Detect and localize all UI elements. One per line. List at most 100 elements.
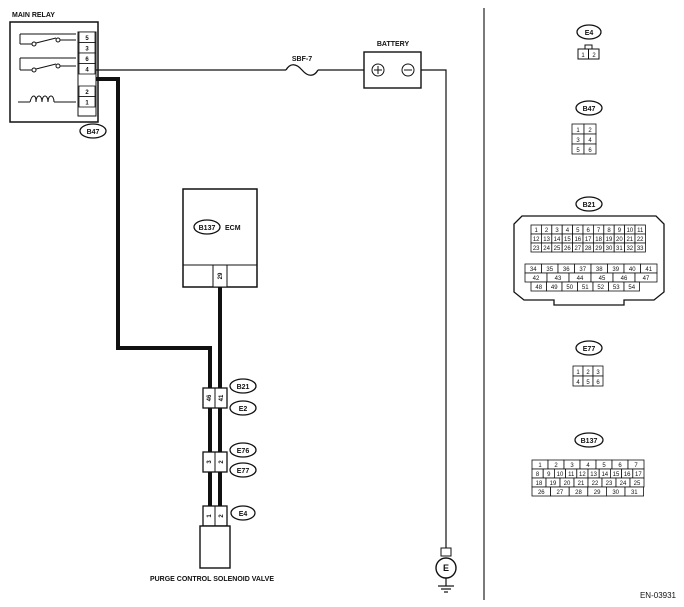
view-b21-pin-49: 49 (551, 285, 558, 291)
connector-label-e76: E76 (237, 448, 250, 455)
view-b21-pin-41: 41 (645, 267, 652, 273)
view-b21-pin-4: 4 (566, 228, 570, 234)
connector-label-e77: E77 (237, 468, 250, 475)
connector-badge-e2 (229, 400, 257, 416)
view-badge-b47 (575, 100, 603, 116)
view-b21-pin-31: 31 (616, 246, 623, 252)
relay-pin-4: 4 (85, 68, 89, 74)
view-b21-pin-7: 7 (597, 228, 601, 234)
view-b137-pin-10: 10 (557, 472, 564, 478)
connector-view-e4: E4 1 2 (576, 24, 602, 60)
view-b137-pin-9: 9 (547, 472, 551, 478)
view-b47-pin-6: 6 (588, 148, 592, 154)
view-b137-pin-31: 31 (631, 490, 638, 496)
view-b47-pin-5: 5 (576, 148, 580, 154)
view-b21-pin-50: 50 (566, 285, 573, 291)
reference-code: EN-03931 (640, 591, 677, 600)
view-b21-pin-29: 29 (595, 246, 602, 252)
view-b137-pin-26: 26 (538, 490, 545, 496)
view-b137-pin-15: 15 (613, 472, 620, 478)
view-b137-pin-12: 12 (579, 472, 586, 478)
view-b21-pin-24: 24 (543, 246, 550, 252)
view-b21-pin-39: 39 (612, 267, 619, 273)
connector-badge-e77 (229, 462, 257, 478)
ground-label: E (443, 563, 449, 573)
relay-coil-icon (18, 95, 76, 103)
view-b137-pin-14: 14 (601, 472, 608, 478)
view-b137-pin-29: 29 (594, 490, 601, 496)
ecm-label: ECM (225, 225, 241, 232)
view-b21-pin-43: 43 (555, 276, 562, 282)
view-b137-pin-19: 19 (550, 481, 557, 487)
view-badge-b21 (575, 196, 603, 212)
view-b21-pin-25: 25 (554, 246, 561, 252)
view-e4-pin-2: 2 (592, 53, 596, 59)
view-b21-pin-2: 2 (545, 228, 549, 234)
view-b47-pin-4: 4 (588, 138, 592, 144)
connector-badge-b137 (193, 219, 221, 235)
view-b137-pin-20: 20 (564, 481, 571, 487)
relay-pin-2: 2 (85, 90, 89, 96)
view-b137-pin-8: 8 (536, 472, 540, 478)
view-b21-pin-15: 15 (564, 237, 571, 243)
connector-badge-b21 (229, 378, 257, 394)
view-b137-pin-11: 11 (568, 472, 575, 478)
view-b21-pin-8: 8 (607, 228, 611, 234)
view-b137-pin-27: 27 (557, 490, 564, 496)
ground-lug (440, 547, 452, 557)
relay-switch-upper (19, 33, 76, 47)
view-b137-pin-5: 5 (602, 463, 606, 469)
view-b47-cell (583, 143, 597, 155)
view-b21-cell (634, 272, 658, 283)
view-b47-pin-2: 2 (588, 128, 592, 134)
view-b21-pin-5: 5 (576, 228, 580, 234)
wire-relay-to-b21 (96, 77, 212, 388)
view-e77-pin-5: 5 (586, 380, 590, 386)
view-b137-pin-21: 21 (578, 481, 585, 487)
view-b21-pin-47: 47 (643, 276, 650, 282)
view-b21-pin-3: 3 (555, 228, 559, 234)
valve-label: PURGE CONTROL SOLENOID VALVE (150, 576, 274, 583)
relay-pin-cell (78, 96, 96, 108)
view-b21-pin-53: 53 (613, 285, 620, 291)
connector-label-b137: B137 (199, 225, 216, 232)
junction-b21-e2: 46 41 B21 E2 (202, 378, 257, 416)
view-b21-pin-35: 35 (546, 267, 553, 273)
connector-badge-e76 (229, 442, 257, 458)
view-b21-pin-9: 9 (618, 228, 622, 234)
view-e77-pin-2: 2 (586, 370, 590, 376)
view-b21-pin-36: 36 (563, 267, 570, 273)
view-b21-pin-22: 22 (637, 237, 644, 243)
view-b137-pin-25: 25 (634, 481, 641, 487)
wire-battery-to-ground (421, 69, 447, 548)
view-b21-pin-34: 34 (530, 267, 537, 273)
view-label-e4: E4 (585, 30, 594, 37)
valve-pin-1: 1 (207, 514, 213, 518)
view-b137-pin-7: 7 (634, 463, 638, 469)
view-b21-pin-27: 27 (574, 246, 581, 252)
view-b21-pin-1: 1 (535, 228, 539, 234)
view-b137-pin-2: 2 (554, 463, 558, 469)
view-label-b137: B137 (581, 438, 598, 445)
view-b21-cell (623, 281, 640, 292)
view-b21-cell (634, 242, 646, 253)
view-b137-pin-3: 3 (570, 463, 574, 469)
view-b21-pin-54: 54 (628, 285, 635, 291)
main-relay-housing (9, 21, 99, 123)
connector-label-e4: E4 (239, 511, 248, 518)
battery: BATTERY (363, 41, 422, 89)
view-badge-b137 (574, 432, 604, 448)
view-b137-pin-24: 24 (620, 481, 627, 487)
view-b21-pin-14: 14 (554, 237, 561, 243)
junction-b21-pin-46: 46 (207, 394, 213, 401)
connector-badge-b47 (79, 123, 107, 139)
view-b21-pin-30: 30 (606, 246, 613, 252)
view-b21-pin-46: 46 (621, 276, 628, 282)
relay-pin-6: 6 (85, 57, 89, 63)
ecm-unit: B137 ECM 29 (182, 188, 258, 288)
